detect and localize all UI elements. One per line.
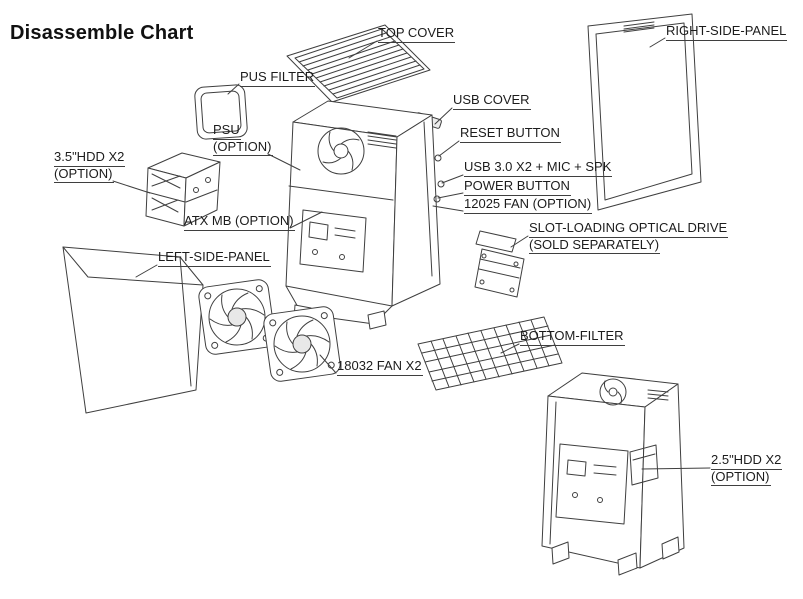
label-psu: PSU (OPTION) (213, 122, 273, 157)
label-reset-button: RESET BUTTON (460, 125, 561, 143)
label-hdd-3-5: 3.5"HDD X2 (OPTION) (54, 149, 126, 184)
label-text: USB COVER (453, 92, 531, 110)
bottom-filter-part (417, 316, 563, 391)
label-power-button: POWER BUTTON (464, 178, 571, 196)
leader-lines (112, 37, 711, 470)
label-text: RIGHT-SIDE-PANEL (666, 23, 788, 41)
label-text: PUS FILTER (240, 69, 316, 87)
label-text: 18032 FAN X2 (337, 358, 423, 376)
left-side-panel-part (62, 246, 204, 414)
label-text: (OPTION) (711, 469, 771, 487)
label-text: USB 3.0 X2 + MIC + SPK (464, 159, 613, 177)
label-left-side-panel: LEFT-SIDE-PANEL (158, 249, 271, 267)
label-text: 2.5"HDD X2 (711, 452, 783, 470)
label-text: LEFT-SIDE-PANEL (158, 249, 271, 267)
label-text: (OPTION) (54, 166, 114, 184)
right-side-panel-part (587, 13, 702, 211)
label-text: (SOLD SEPARATELY) (529, 237, 661, 255)
main-case-part (285, 100, 445, 330)
pus-filter-part (194, 84, 248, 140)
fan-18032-part-1 (198, 279, 276, 355)
top-cover-part (286, 24, 431, 103)
label-bottom-filter: BOTTOM-FILTER (520, 328, 625, 346)
label-text: 12025 FAN (OPTION) (464, 196, 593, 214)
label-text: 3.5"HDD X2 (54, 149, 126, 167)
label-text: (OPTION) (213, 139, 273, 157)
label-text: BOTTOM-FILTER (520, 328, 625, 346)
assembled-case-part (541, 372, 685, 576)
label-text: ATX MB (OPTION) (184, 213, 295, 231)
label-text: SLOT-LOADING OPTICAL DRIVE (529, 220, 729, 238)
label-text: POWER BUTTON (464, 178, 571, 196)
label-right-side-panel: RIGHT-SIDE-PANEL (666, 23, 788, 41)
label-text: TOP COVER (378, 25, 456, 43)
page-title: Disassemble Chart (10, 22, 194, 44)
label-usb-cover: USB COVER (453, 92, 531, 110)
label-top-cover: TOP COVER (378, 25, 456, 43)
label-fan-12025: 12025 FAN (OPTION) (464, 196, 593, 214)
label-atx-mb: ATX MB (OPTION) (184, 213, 295, 231)
label-fan-18032: 18032 FAN X2 (337, 358, 423, 376)
label-hdd-2-5: 2.5"HDD X2 (OPTION) (711, 452, 783, 487)
label-pus-filter: PUS FILTER (240, 69, 316, 87)
label-text: PSU (213, 122, 241, 140)
hdd-cage-part (145, 152, 221, 227)
optical-drive-part (474, 230, 525, 298)
label-usb30-mic-spk: USB 3.0 X2 + MIC + SPK (464, 159, 613, 177)
label-optical-drive: SLOT-LOADING OPTICAL DRIVE (SOLD SEPARAT… (529, 220, 729, 255)
label-text: RESET BUTTON (460, 125, 561, 143)
fan-18032-part-2 (263, 306, 341, 382)
